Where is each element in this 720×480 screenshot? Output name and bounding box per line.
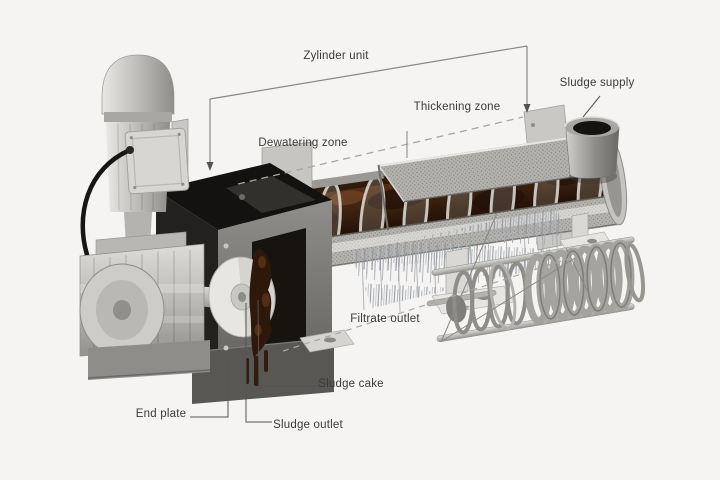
label-end-plate: End plate xyxy=(135,408,187,420)
annotations xyxy=(190,45,601,423)
detail-callout-lines xyxy=(440,212,589,343)
motor-illustration xyxy=(80,54,190,309)
base-dashed-line xyxy=(282,256,575,352)
arrowhead-left xyxy=(206,162,214,171)
inlet-funnel-illustration xyxy=(564,116,620,184)
zone-dashed-line xyxy=(237,116,524,185)
label-sludge-cake: Sludge cake xyxy=(318,378,384,390)
label-sludge-supply: Sludge supply xyxy=(559,77,635,89)
sludge-cake-leader xyxy=(257,299,320,387)
sludge-outlet-leader xyxy=(245,303,272,423)
gearbox-illustration xyxy=(79,231,211,380)
label-zylinder-unit: Zylinder unit xyxy=(303,50,369,62)
motor-junction-box xyxy=(124,127,190,195)
screw-detail-illustration xyxy=(426,236,646,342)
label-dewatering-zone: Dewatering zone xyxy=(258,137,348,149)
label-sludge-outlet: Sludge outlet xyxy=(273,419,343,431)
label-filtrate-outlet: Filtrate outlet xyxy=(350,313,420,325)
end-plate-leader xyxy=(190,360,229,418)
sludge-supply-leader xyxy=(582,95,601,118)
zylinder-unit-bracket xyxy=(209,45,528,164)
label-thickening-zone: Thickening zone xyxy=(413,101,501,113)
arrowhead-right xyxy=(523,104,531,113)
